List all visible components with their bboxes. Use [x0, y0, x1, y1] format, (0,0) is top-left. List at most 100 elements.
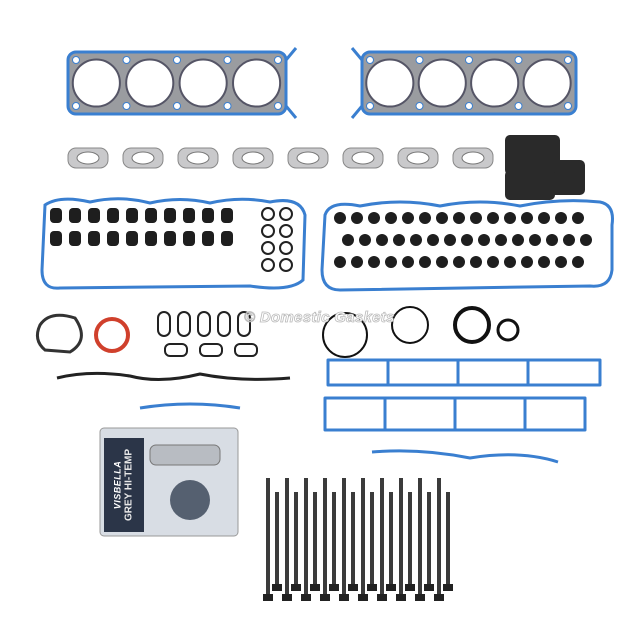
bolt-hole — [72, 56, 80, 64]
valve-seal-right — [470, 256, 482, 268]
bolt-head — [339, 594, 349, 601]
blue-strip-gasket — [139, 402, 241, 410]
valve-seal-right — [393, 234, 405, 246]
exhaust-gasket — [232, 147, 274, 169]
o-ring-small — [279, 241, 293, 255]
valve-seal-right — [512, 234, 524, 246]
valve-cover-gasket-left — [40, 197, 307, 290]
valve-seal-right — [504, 212, 516, 224]
cylinder-bore — [522, 58, 572, 108]
bolt-head — [282, 594, 292, 601]
valve-stem-seal — [164, 208, 176, 223]
o-ring-oval — [197, 311, 211, 337]
valve-stem-seal — [107, 231, 119, 246]
o-ring-small — [261, 224, 275, 238]
o-ring-medium — [496, 318, 520, 342]
o-ring-small — [261, 207, 275, 221]
head-bolt — [408, 492, 412, 590]
bolt-head — [377, 594, 387, 601]
valve-seal-right — [419, 256, 431, 268]
valve-stem-seal — [183, 231, 195, 246]
head-bolt — [446, 492, 450, 590]
valve-seal-right — [487, 256, 499, 268]
o-ring-flat — [164, 343, 188, 357]
o-ring-small — [279, 258, 293, 272]
bolt-hole — [415, 102, 424, 110]
exhaust-gasket — [452, 147, 494, 169]
exhaust-gasket — [342, 147, 384, 169]
bolt-head — [272, 584, 282, 591]
valve-stem-seal — [145, 231, 157, 246]
valve-seal-right — [504, 256, 516, 268]
valve-seal-right — [572, 256, 584, 268]
head-bolt — [370, 492, 374, 590]
valve-seal-right — [351, 212, 363, 224]
head-bolt — [437, 478, 441, 600]
bolt-head — [424, 584, 434, 591]
o-ring-small — [279, 207, 293, 221]
exhaust-gasket — [122, 147, 164, 169]
bolt-head — [301, 594, 311, 601]
valve-stem-seal — [107, 208, 119, 223]
engine-graphic — [170, 480, 210, 520]
bolt-hole — [274, 102, 282, 110]
intake-manifold-gasket — [326, 358, 602, 387]
o-ring-oval — [217, 311, 231, 337]
valve-seal-right — [521, 256, 533, 268]
bolt-head — [263, 594, 273, 601]
exhaust-port — [296, 151, 320, 165]
bolt-head — [291, 584, 301, 591]
valve-seal-right — [368, 256, 380, 268]
bolt-hole — [564, 56, 572, 64]
valve-stem-seal — [126, 208, 138, 223]
valve-seal-right — [359, 234, 371, 246]
gasket-plate — [66, 50, 288, 116]
bolt-hole — [223, 102, 232, 110]
head-bolt — [399, 478, 403, 600]
valve-stem-seal — [50, 208, 62, 223]
bolt-head — [405, 584, 415, 591]
o-ring-small — [279, 224, 293, 238]
package-text-block: VISBELLA GREY HI-TEMP — [113, 438, 135, 532]
exhaust-port — [406, 151, 430, 165]
exhaust-port — [241, 151, 265, 165]
bolt-hole — [514, 102, 523, 110]
bolt-hole — [366, 56, 374, 64]
bolt-head — [310, 584, 320, 591]
cylinder-bore — [365, 58, 415, 108]
o-ring-small — [261, 241, 275, 255]
bolt-head — [358, 594, 368, 601]
bolt-hole — [564, 102, 572, 110]
bolt-hole — [366, 102, 374, 110]
exhaust-port — [351, 151, 375, 165]
exhaust-port — [131, 151, 155, 165]
valve-seal-right — [470, 212, 482, 224]
head-bolt — [418, 478, 422, 600]
head-bolt — [304, 478, 308, 600]
valve-seal-right — [538, 256, 550, 268]
valve-seal-right — [402, 256, 414, 268]
valve-seal-right — [436, 212, 448, 224]
bolt-hole — [223, 56, 232, 64]
exhaust-port — [461, 151, 485, 165]
package-product: GREY HI-TEMP — [123, 448, 135, 522]
bolt-hole — [122, 102, 131, 110]
exhaust-gasket — [397, 147, 439, 169]
head-bolt — [380, 478, 384, 600]
valve-seal-right — [376, 234, 388, 246]
bolt-head — [348, 584, 358, 591]
head-bolt — [323, 478, 327, 600]
head-bolt — [275, 492, 279, 590]
o-ring-oval — [157, 311, 171, 337]
head-bolt — [342, 478, 346, 600]
bolt-head — [443, 584, 453, 591]
valve-seal-right — [334, 212, 346, 224]
package-label-text: VISBELLA GREY HI-TEMP — [104, 438, 144, 532]
valve-stem-seal — [126, 231, 138, 246]
sealant-tube — [149, 444, 221, 466]
bolt-head — [415, 594, 425, 601]
exhaust-gasket — [67, 147, 109, 169]
head-gasket — [360, 50, 578, 116]
valve-stem-seal — [50, 231, 62, 246]
